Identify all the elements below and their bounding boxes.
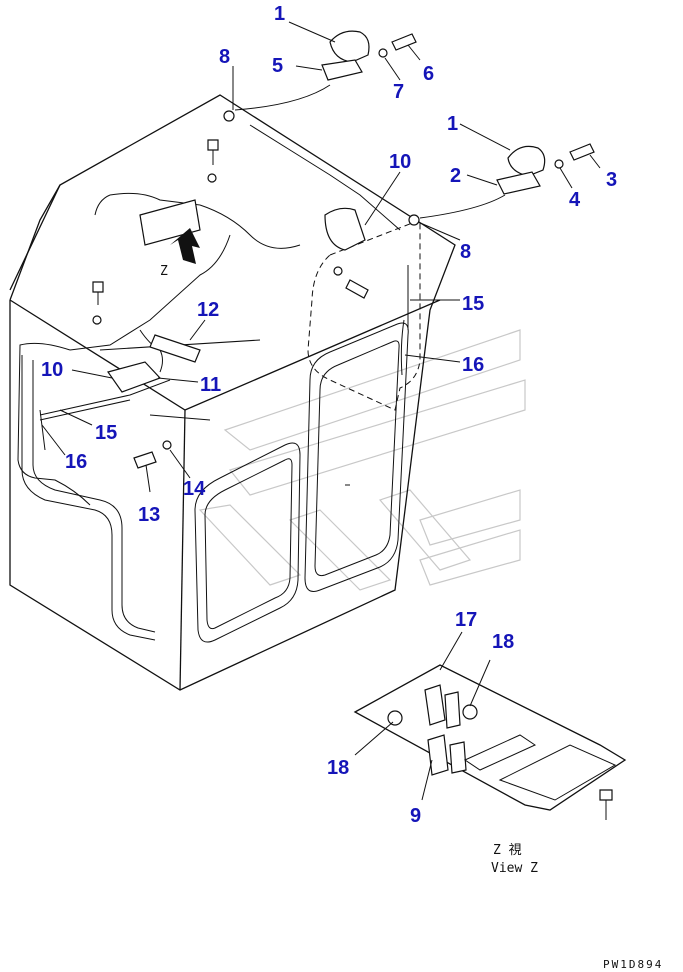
view-label-en: View Z (491, 861, 538, 876)
callout-3: 3 (606, 169, 617, 191)
detail-letter-z: Z (160, 264, 168, 279)
view-z-arrow (170, 228, 200, 264)
callout-1-upper: 1 (274, 3, 285, 25)
callout-7: 7 (393, 81, 404, 103)
leader-lines (41, 21, 601, 801)
callout-1-right: 1 (447, 113, 458, 135)
watermark-logo (198, 329, 526, 591)
part-switch-panel-view-z (353, 664, 627, 820)
callout-2: 2 (450, 165, 461, 187)
part-lamp-right (496, 143, 595, 195)
callout-16-right: 16 (462, 354, 484, 376)
callout-9: 9 (410, 805, 421, 827)
view-label-jp: Z 視 (493, 843, 522, 858)
callout-14: 14 (183, 478, 206, 500)
callout-15-right: 15 (462, 293, 484, 315)
wiring-harness (17, 84, 506, 506)
callout-12: 12 (197, 299, 219, 321)
callout-15-left: 15 (95, 422, 117, 444)
callout-18-right: 18 (492, 631, 514, 653)
part-lamp-upper (321, 30, 417, 81)
drawing-code: PW1D894 (603, 958, 663, 971)
callout-10-upper: 10 (389, 151, 411, 173)
callout-11: 11 (200, 374, 221, 396)
callout-labels: 1 5 8 7 6 1 2 3 4 8 10 15 16 12 10 11 15… (41, 3, 617, 827)
callout-5: 5 (272, 55, 283, 77)
callout-4: 4 (569, 189, 581, 211)
callout-6: 6 (423, 63, 434, 85)
callout-8-upper: 8 (219, 46, 230, 68)
callout-18-left: 18 (327, 757, 349, 779)
callout-13: 13 (138, 504, 160, 526)
callout-10-left: 10 (41, 359, 63, 381)
cab-body-outline (9, 94, 456, 691)
callout-8-right: 8 (460, 241, 471, 263)
callout-17: 17 (455, 609, 477, 631)
callout-16-left: 16 (65, 451, 87, 473)
